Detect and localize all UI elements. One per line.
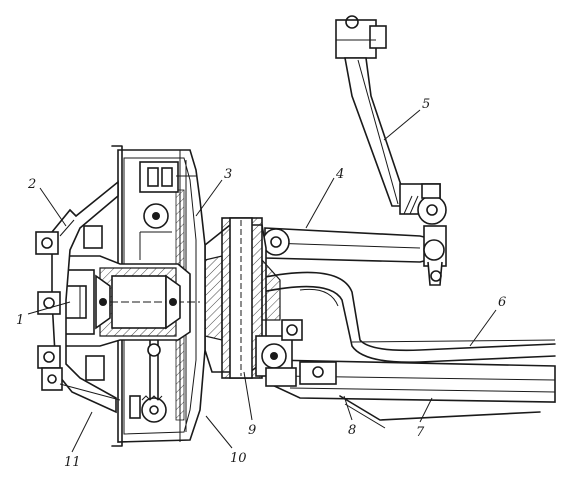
label-1: 1 [16, 313, 24, 328]
leaf-spring [259, 271, 556, 363]
part-labels: 1 2 3 4 5 6 7 8 9 10 11 [16, 97, 506, 470]
label-3: 3 [224, 167, 232, 182]
label-10: 10 [230, 451, 247, 466]
wheel-nut-top [35, 225, 103, 255]
label-4: 4 [335, 167, 344, 182]
steering-knuckle [204, 217, 281, 379]
wheel-flange [35, 180, 121, 414]
leader-lines [27, 109, 497, 453]
label-9: 9 [248, 423, 256, 438]
steering-arm [335, 15, 447, 225]
label-8: 8 [348, 423, 356, 438]
label-2: 2 [27, 177, 36, 192]
wheel-nut-middle [37, 291, 61, 315]
label-6: 6 [498, 295, 506, 310]
label-11: 11 [64, 455, 81, 470]
label-5: 5 [422, 97, 430, 112]
axle-beam [269, 359, 556, 429]
wheel-hub [55, 255, 200, 347]
tie-rod [262, 225, 447, 286]
wheel-nut-lower [37, 345, 121, 401]
label-7: 7 [416, 425, 425, 440]
valve-unit [255, 319, 337, 387]
